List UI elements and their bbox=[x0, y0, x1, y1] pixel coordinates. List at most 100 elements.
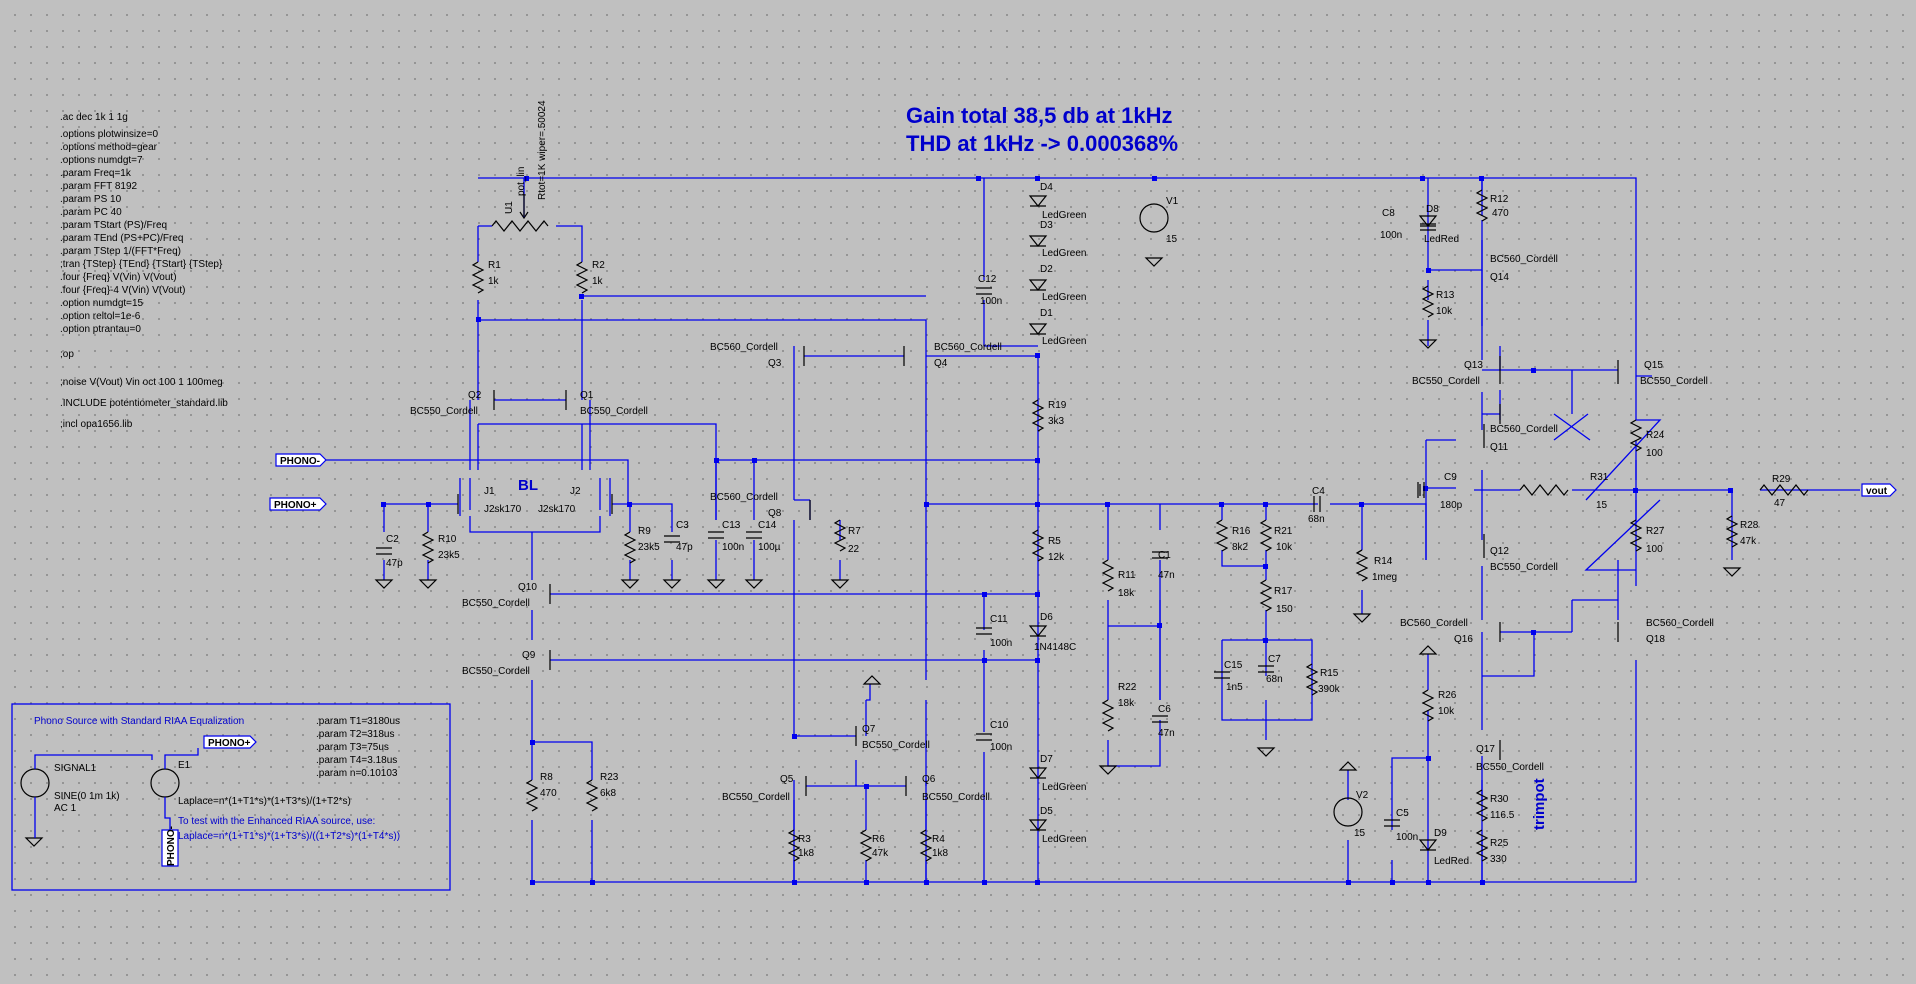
component-name: C14 bbox=[758, 520, 777, 531]
component-value: 47k bbox=[1740, 536, 1757, 547]
spice-directives: .ac dec 1k 1 1g .options plotwinsize=0 .… bbox=[60, 112, 228, 430]
component-name: D4 bbox=[1040, 182, 1053, 193]
component-value: 23k5 bbox=[638, 542, 660, 553]
component-name: C15 bbox=[1224, 660, 1243, 671]
component-value: 15 bbox=[1166, 234, 1178, 245]
component-value: 12k bbox=[1048, 552, 1065, 563]
bl-label: BL bbox=[518, 477, 538, 494]
component-name: R17 bbox=[1274, 586, 1293, 597]
flag-phono-minus: PHONO- bbox=[280, 456, 320, 467]
component-value: BC550_Cordell bbox=[1490, 562, 1558, 573]
component-value: BC560_Cordell bbox=[934, 342, 1002, 353]
component-name: Q4 bbox=[934, 358, 948, 369]
component-name: R22 bbox=[1118, 682, 1137, 693]
directive-line: .INCLUDE potentiometer_standard.lib bbox=[60, 398, 228, 409]
component-value: 1k bbox=[592, 276, 604, 287]
directive-line: .param Freq=1k bbox=[60, 168, 132, 179]
component-name: D2 bbox=[1040, 264, 1053, 275]
component-value: BC550_Cordell bbox=[1412, 376, 1480, 387]
component-value: LedRed bbox=[1434, 856, 1469, 867]
component-name: Q7 bbox=[862, 724, 876, 735]
directive-line: .four {Freq} V(Vin) V(Vout) bbox=[60, 272, 177, 283]
directive-line: ;noise V(Vout) Vin oct 100 1 100meg bbox=[60, 377, 223, 388]
trimpot-label: trimpot bbox=[1531, 778, 1548, 830]
pot-model: pot_lin bbox=[516, 167, 527, 196]
component-name: R16 bbox=[1232, 526, 1251, 537]
source-param: .param T1=3180us bbox=[316, 716, 400, 727]
component-value: BC550_Cordell bbox=[1476, 762, 1544, 773]
component-value: 15 bbox=[1354, 828, 1366, 839]
flag-phono-plus: PHONO+ bbox=[274, 500, 317, 511]
component-name: D9 bbox=[1434, 828, 1447, 839]
component-value: 1k8 bbox=[798, 848, 815, 859]
junction-dots bbox=[381, 176, 1733, 885]
directive-line: .param TEnd (PS+PC)/Freq bbox=[60, 233, 183, 244]
component-name: C9 bbox=[1444, 472, 1457, 483]
component-value: 1meg bbox=[1372, 572, 1397, 583]
component-name: R30 bbox=[1490, 794, 1509, 805]
component-name: Q11 bbox=[1490, 442, 1509, 453]
component-name: R25 bbox=[1490, 838, 1509, 849]
pot-value: Rtot=1K wiper=.50024 bbox=[537, 100, 548, 200]
component-name: D5 bbox=[1040, 806, 1053, 817]
directive-line: .option reltol=1e-6 bbox=[60, 311, 141, 322]
component-value: BC560_Cordell bbox=[1400, 618, 1468, 629]
component-value: 47n bbox=[1158, 728, 1175, 739]
component-value: 10k bbox=[1276, 542, 1293, 553]
component-name: C7 bbox=[1268, 654, 1281, 665]
component-value: J2sk170 bbox=[484, 504, 522, 515]
component-value: 470 bbox=[1492, 208, 1509, 219]
component-name: Q5 bbox=[780, 774, 794, 785]
component-value: J2sk170 bbox=[538, 504, 576, 515]
component-value: 6k8 bbox=[600, 788, 617, 799]
component-name: R23 bbox=[600, 772, 619, 783]
component-name: Q15 bbox=[1644, 360, 1663, 371]
component-value: 100n bbox=[980, 296, 1002, 307]
flag-vout: vout bbox=[1866, 486, 1888, 497]
component-name: Q14 bbox=[1490, 272, 1509, 283]
component-name: R10 bbox=[438, 534, 457, 545]
component-name: R21 bbox=[1274, 526, 1293, 537]
component-name: R3 bbox=[798, 834, 811, 845]
component-value: 15 bbox=[1596, 500, 1608, 511]
component-name: Q1 bbox=[580, 390, 594, 401]
component-name: Q18 bbox=[1646, 634, 1665, 645]
component-value: BC550_Cordell bbox=[722, 792, 790, 803]
component-name: Q17 bbox=[1476, 744, 1495, 755]
component-value: BC550_Cordell bbox=[462, 598, 530, 609]
component-value: BC560_Cordell bbox=[710, 492, 778, 503]
thd-annotation: THD at 1kHz -> 0.000368% bbox=[906, 131, 1178, 156]
component-value: 100 bbox=[1646, 544, 1663, 555]
component-name: R14 bbox=[1374, 556, 1393, 567]
component-value: 100n bbox=[990, 742, 1012, 753]
component-name: D7 bbox=[1040, 754, 1053, 765]
signal-value: SINE(0 1m 1k) bbox=[54, 791, 120, 802]
component-value: 390k bbox=[1318, 684, 1341, 695]
directive-line: .option ptrantau=0 bbox=[60, 324, 141, 335]
component-name: Q9 bbox=[522, 650, 536, 661]
component-value: BC550_Cordell bbox=[922, 792, 990, 803]
directive-line: .param TStart (PS)/Freq bbox=[60, 220, 167, 231]
component-value: 470 bbox=[540, 788, 557, 799]
component-name: R29 bbox=[1772, 474, 1791, 485]
directive-line: .options method=gear bbox=[60, 142, 158, 153]
component-value: 100n bbox=[1380, 230, 1402, 241]
component-name: R27 bbox=[1646, 526, 1665, 537]
wires bbox=[282, 177, 1860, 883]
component-name: C4 bbox=[1312, 486, 1325, 497]
component-name: R26 bbox=[1438, 690, 1457, 701]
component-value: 47k bbox=[872, 848, 889, 859]
component-name: C10 bbox=[990, 720, 1009, 731]
component-value: 3k3 bbox=[1048, 416, 1065, 427]
component-name: D3 bbox=[1040, 220, 1053, 231]
component-name: Q10 bbox=[518, 582, 537, 593]
component-name: R9 bbox=[638, 526, 651, 537]
e-source-name: E1 bbox=[178, 760, 191, 771]
component-value: 22 bbox=[848, 544, 860, 555]
component-symbols bbox=[20, 189, 1809, 862]
component-value: LedGreen bbox=[1042, 210, 1086, 221]
source-box-title: Phono Source with Standard RIAA Equaliza… bbox=[34, 716, 244, 727]
component-value: BC560_Cordell bbox=[1490, 254, 1558, 265]
component-name: C2 bbox=[386, 534, 399, 545]
